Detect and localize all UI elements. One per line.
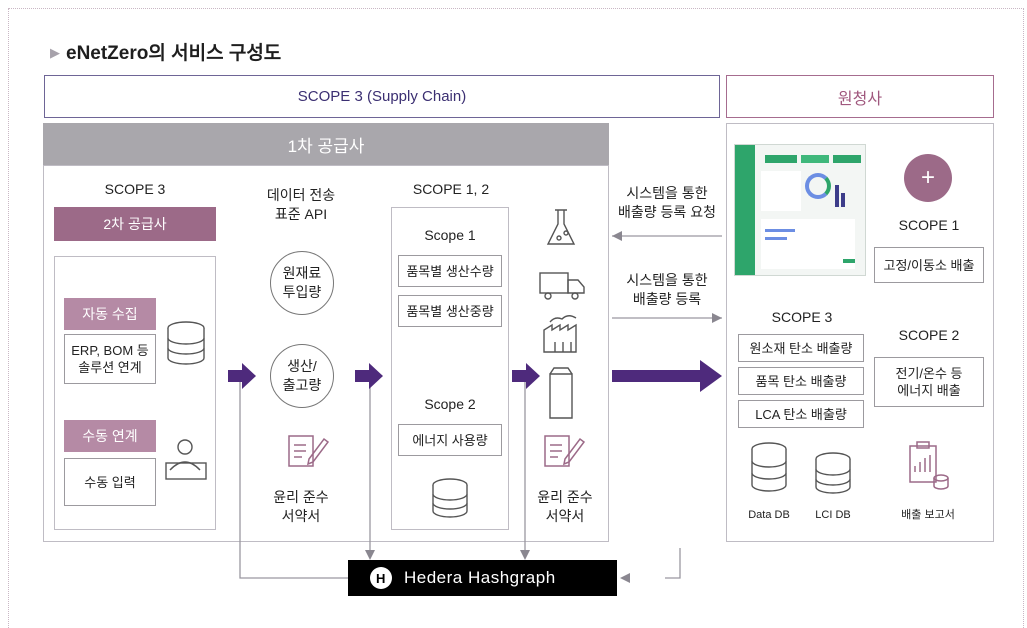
tier2-panel xyxy=(54,256,216,530)
lca-emission-box: LCA 탄소 배출량 xyxy=(738,400,864,428)
left-hedera-line xyxy=(239,378,350,579)
product-emission-box: 품목 탄소 배출량 xyxy=(738,367,864,395)
report-label: 배출 보고서 xyxy=(901,509,955,521)
flask-icon xyxy=(546,209,576,245)
tier1-supplier-panel xyxy=(43,165,609,542)
prime-scope2-label: SCOPE 2 xyxy=(898,327,960,343)
material-emission-box: 원소재 탄소 배출량 xyxy=(738,334,864,362)
tier2-supplier-box: 2차 공급사 xyxy=(54,207,216,241)
scope3-supply-chain-header: SCOPE 3 (Supply Chain) xyxy=(44,75,720,118)
energy-usage-box: 에너지 사용량 xyxy=(398,424,502,456)
hedera-logo-icon: H xyxy=(370,567,392,589)
prime-scope1-label: SCOPE 1 xyxy=(898,217,960,233)
fixed-mobile-emission-box: 고정/이동소 배출 xyxy=(874,247,984,283)
lci-db-icon xyxy=(815,452,851,494)
purple-arrow-big xyxy=(612,360,722,392)
data-db-label: Data DB xyxy=(748,509,790,521)
plus-icon: + xyxy=(904,154,952,202)
manual-link-box: 수동 연계 xyxy=(64,420,156,452)
document-pen-icon xyxy=(544,435,586,467)
page-frame xyxy=(8,8,1024,628)
arrowhead-register xyxy=(712,313,722,323)
purple-arrow-1 xyxy=(228,363,256,389)
production-quantity-box: 품목별 생산수량 xyxy=(398,255,502,287)
scope2-label: Scope 2 xyxy=(424,396,476,412)
hedera-hashgraph-badge: H Hedera Hashgraph xyxy=(348,560,617,596)
production-weight-box: 품목별 생산중량 xyxy=(398,295,502,327)
arrowhead-request xyxy=(612,231,622,241)
arrowhead-left-hedera xyxy=(620,573,630,583)
factory-icon xyxy=(543,315,577,353)
purple-arrow-3 xyxy=(512,363,540,389)
left-scope3-label: SCOPE 3 xyxy=(104,181,166,197)
scope1-label: Scope 1 xyxy=(424,227,476,243)
truck-icon xyxy=(539,272,585,300)
arrowhead-down-mid xyxy=(365,550,375,560)
prime-hedera-line xyxy=(665,548,681,579)
manual-input-box: 수동 입력 xyxy=(64,458,156,506)
arrowhead-down-right xyxy=(520,550,530,560)
production-shipment-circle: 생산/출고량 xyxy=(270,344,334,408)
prime-scope3-label: SCOPE 3 xyxy=(771,309,833,325)
prime-contractor-header: 원청사 xyxy=(726,75,994,118)
prime-contractor-panel xyxy=(726,123,994,542)
auto-collect-box: 자동 수집 xyxy=(64,298,156,330)
page-title: ▶eNetZero의 서비스 구성도 xyxy=(50,43,282,64)
tier1-supplier-bar: 1차 공급사 xyxy=(43,123,609,165)
purple-arrow-2 xyxy=(355,363,383,389)
scope12-panel xyxy=(391,207,509,530)
lci-db-label: LCI DB xyxy=(815,509,851,521)
scope12-header: SCOPE 1, 2 xyxy=(412,181,490,197)
dashboard-screenshot xyxy=(734,144,866,276)
report-icon xyxy=(909,441,949,490)
package-icon xyxy=(549,367,573,419)
triangle-icon: ▶ xyxy=(50,45,60,60)
data-db-icon xyxy=(751,442,787,492)
